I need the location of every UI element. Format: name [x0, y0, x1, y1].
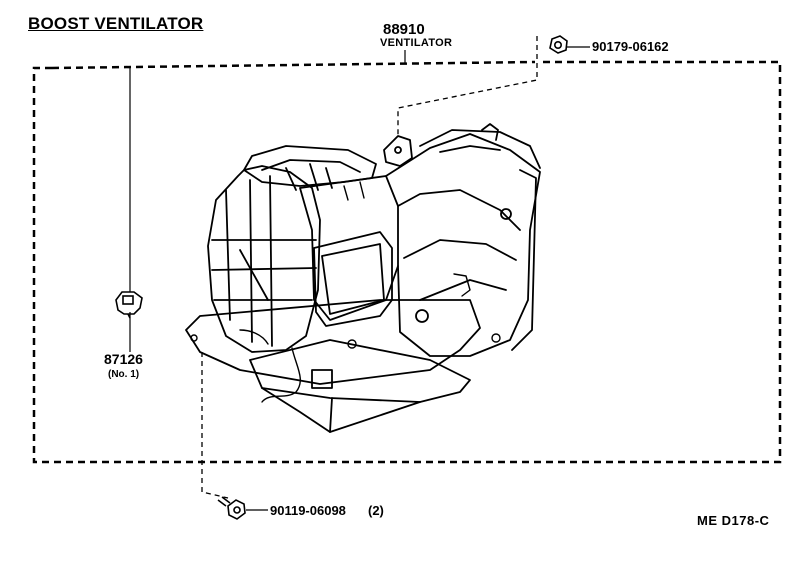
nut-icon	[549, 35, 568, 54]
ventilator-assembly-illustration	[185, 123, 541, 433]
assembly-boundary	[32, 60, 782, 464]
leader-lines	[129, 46, 590, 511]
part-number-ventilator: 88910	[383, 21, 425, 38]
part-number-screw: 90119-06098	[270, 503, 346, 518]
connector-icon	[115, 291, 143, 319]
part-quantity-screw: (2)	[368, 503, 384, 518]
screw-icon	[217, 496, 246, 520]
dashed-leaders	[201, 36, 538, 499]
part-name-ventilator: VENTILATOR	[380, 37, 453, 49]
part-number-nut: 90179-06162	[592, 39, 669, 54]
reference-code: ME D178-C	[697, 513, 770, 528]
diagram-title: BOOST VENTILATOR	[28, 14, 204, 33]
part-note-connector: (No. 1)	[108, 369, 140, 380]
part-number-connector: 87126	[104, 351, 143, 367]
